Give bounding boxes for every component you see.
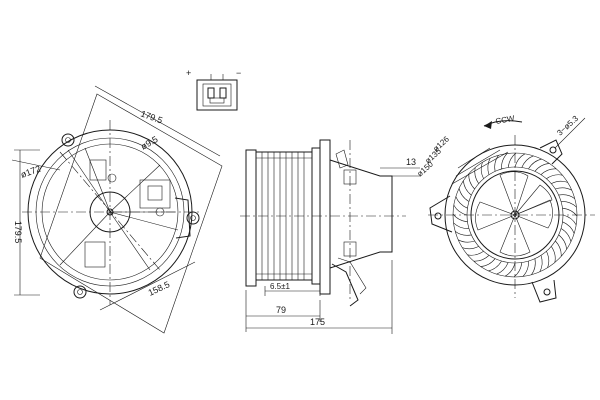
- impeller-blade: [522, 261, 529, 277]
- dim-holes: 3−ø5.3: [555, 114, 580, 138]
- side-view: 13 6.5±1 79 175: [240, 139, 420, 334]
- impeller-blade: [453, 204, 468, 216]
- impeller-blade: [458, 239, 475, 243]
- impeller-blade: [488, 260, 502, 272]
- impeller-blade: [480, 258, 496, 267]
- impeller-blade: [463, 180, 472, 196]
- impeller-blade: [546, 251, 550, 268]
- impeller-blade: [514, 153, 526, 168]
- impeller-blade: [504, 262, 516, 277]
- impeller-blade: [555, 187, 572, 191]
- impeller-blade: [562, 221, 575, 234]
- impeller-blade: [558, 234, 567, 250]
- impeller-blade: [473, 255, 490, 262]
- impeller-blade: [494, 155, 499, 172]
- impeller-blade: [555, 240, 562, 257]
- dim-179-5-top: 179.5: [139, 108, 164, 125]
- impeller-blade: [455, 196, 468, 209]
- impeller-blade: [455, 231, 472, 236]
- impeller-blade: [480, 162, 484, 179]
- impeller-blade: [468, 173, 475, 190]
- dim-158-5: 158.5: [147, 279, 172, 298]
- front-view: 179.5 179.5 ø172 ø9.5 158.5: [11, 85, 223, 334]
- impeller-blade: [501, 153, 508, 169]
- impeller-blade: [496, 262, 509, 275]
- impeller-blade: [558, 194, 575, 199]
- connector-minus-label: −: [236, 68, 241, 78]
- impeller-blade: [551, 180, 568, 184]
- impeller-blade: [521, 155, 534, 168]
- impeller-blade: [534, 163, 550, 172]
- dim-179-5-left: 179.5: [13, 221, 23, 244]
- impeller-blade: [467, 251, 484, 256]
- dim-13: 13: [406, 157, 416, 167]
- impeller-blade: [560, 228, 572, 242]
- impeller-blade: [458, 188, 470, 202]
- impeller-blade: [561, 201, 577, 208]
- rear-view: CCW ø126 ø135 ø150 3−ø5.3: [415, 114, 595, 303]
- connector-plus-label: +: [186, 68, 191, 78]
- dim-172: ø172: [19, 163, 42, 179]
- connector-detail: + −: [186, 68, 241, 111]
- impeller-blade: [487, 158, 491, 175]
- impeller-blade: [474, 167, 479, 184]
- impeller-blade-ring: [452, 152, 578, 278]
- impeller-blade: [539, 255, 543, 272]
- impeller-blade: [540, 168, 557, 175]
- impeller-blade: [453, 222, 469, 229]
- impeller-blade: [562, 214, 577, 226]
- impeller-blade: [551, 246, 556, 263]
- dim-175: 175: [310, 317, 325, 327]
- dim-79: 79: [276, 305, 286, 315]
- impeller-blade: [531, 258, 536, 275]
- impeller-blade: [546, 174, 563, 179]
- dim-6-5: 6.5±1: [270, 282, 291, 291]
- impeller-blade: [513, 262, 523, 278]
- ccw-label: CCW: [495, 114, 516, 126]
- impeller-blade: [528, 158, 542, 170]
- impeller-blade: [462, 246, 479, 250]
